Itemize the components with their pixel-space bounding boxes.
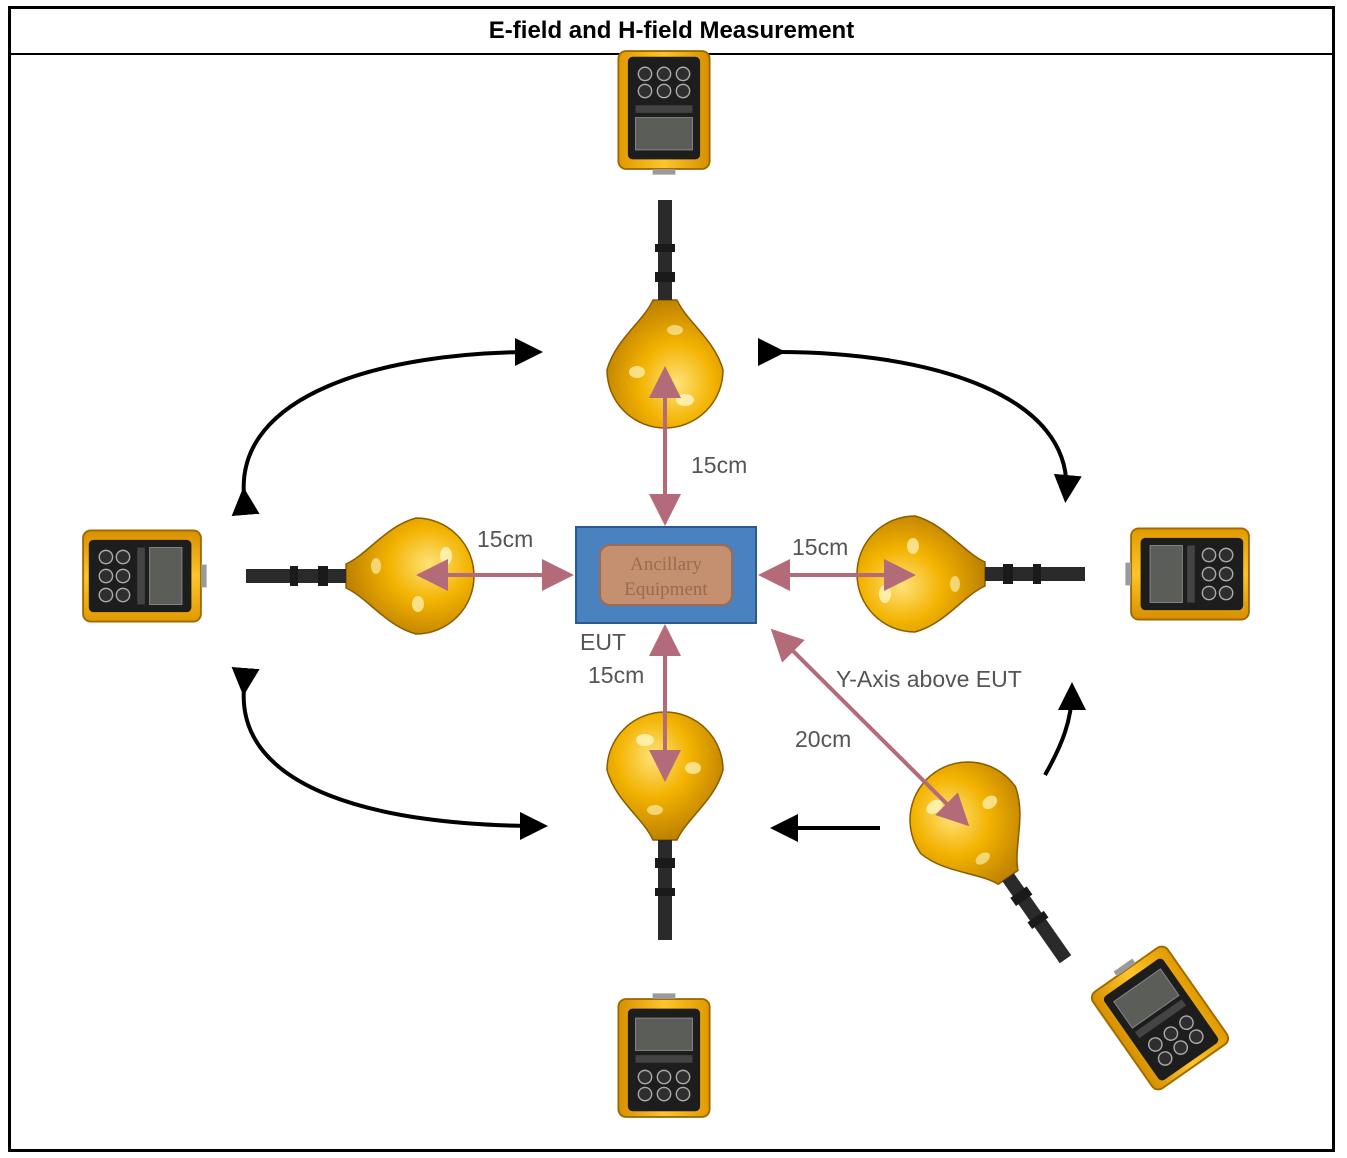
y-axis-label: Y-Axis above EUT: [836, 666, 1022, 692]
bottom-distance-label: 15cm: [588, 662, 644, 688]
rotation-arrow-top-left: [231, 338, 543, 517]
right-distance-label: 15cm: [792, 534, 848, 560]
eut-box: Ancillary Equipment: [575, 526, 757, 624]
bottom-field-meter-icon: [617, 992, 711, 1118]
diagonal-field-meter-icon: [1084, 937, 1233, 1094]
rotation-arrow-bottom-right: [1043, 682, 1086, 776]
left-distance-label: 15cm: [477, 526, 533, 552]
diagonal-distance-arrow: [770, 628, 970, 827]
right-field-meter-icon: [1124, 527, 1250, 621]
diagram-title: E-field and H-field Measurement: [488, 17, 855, 44]
rotation-arrow-bottom-left: [231, 666, 548, 840]
eut-inner-label-line1: Ancillary: [630, 554, 702, 575]
top-field-meter-icon: [617, 50, 711, 176]
eut-inner-label-line2: Equipment: [624, 579, 708, 600]
diagonal-distance-label: 20cm: [795, 726, 851, 752]
top-distance-label: 15cm: [691, 452, 747, 478]
left-field-meter-icon: [82, 529, 208, 623]
rotation-arrow-top-right: [757, 337, 1082, 503]
eut-label: EUT: [580, 629, 626, 655]
